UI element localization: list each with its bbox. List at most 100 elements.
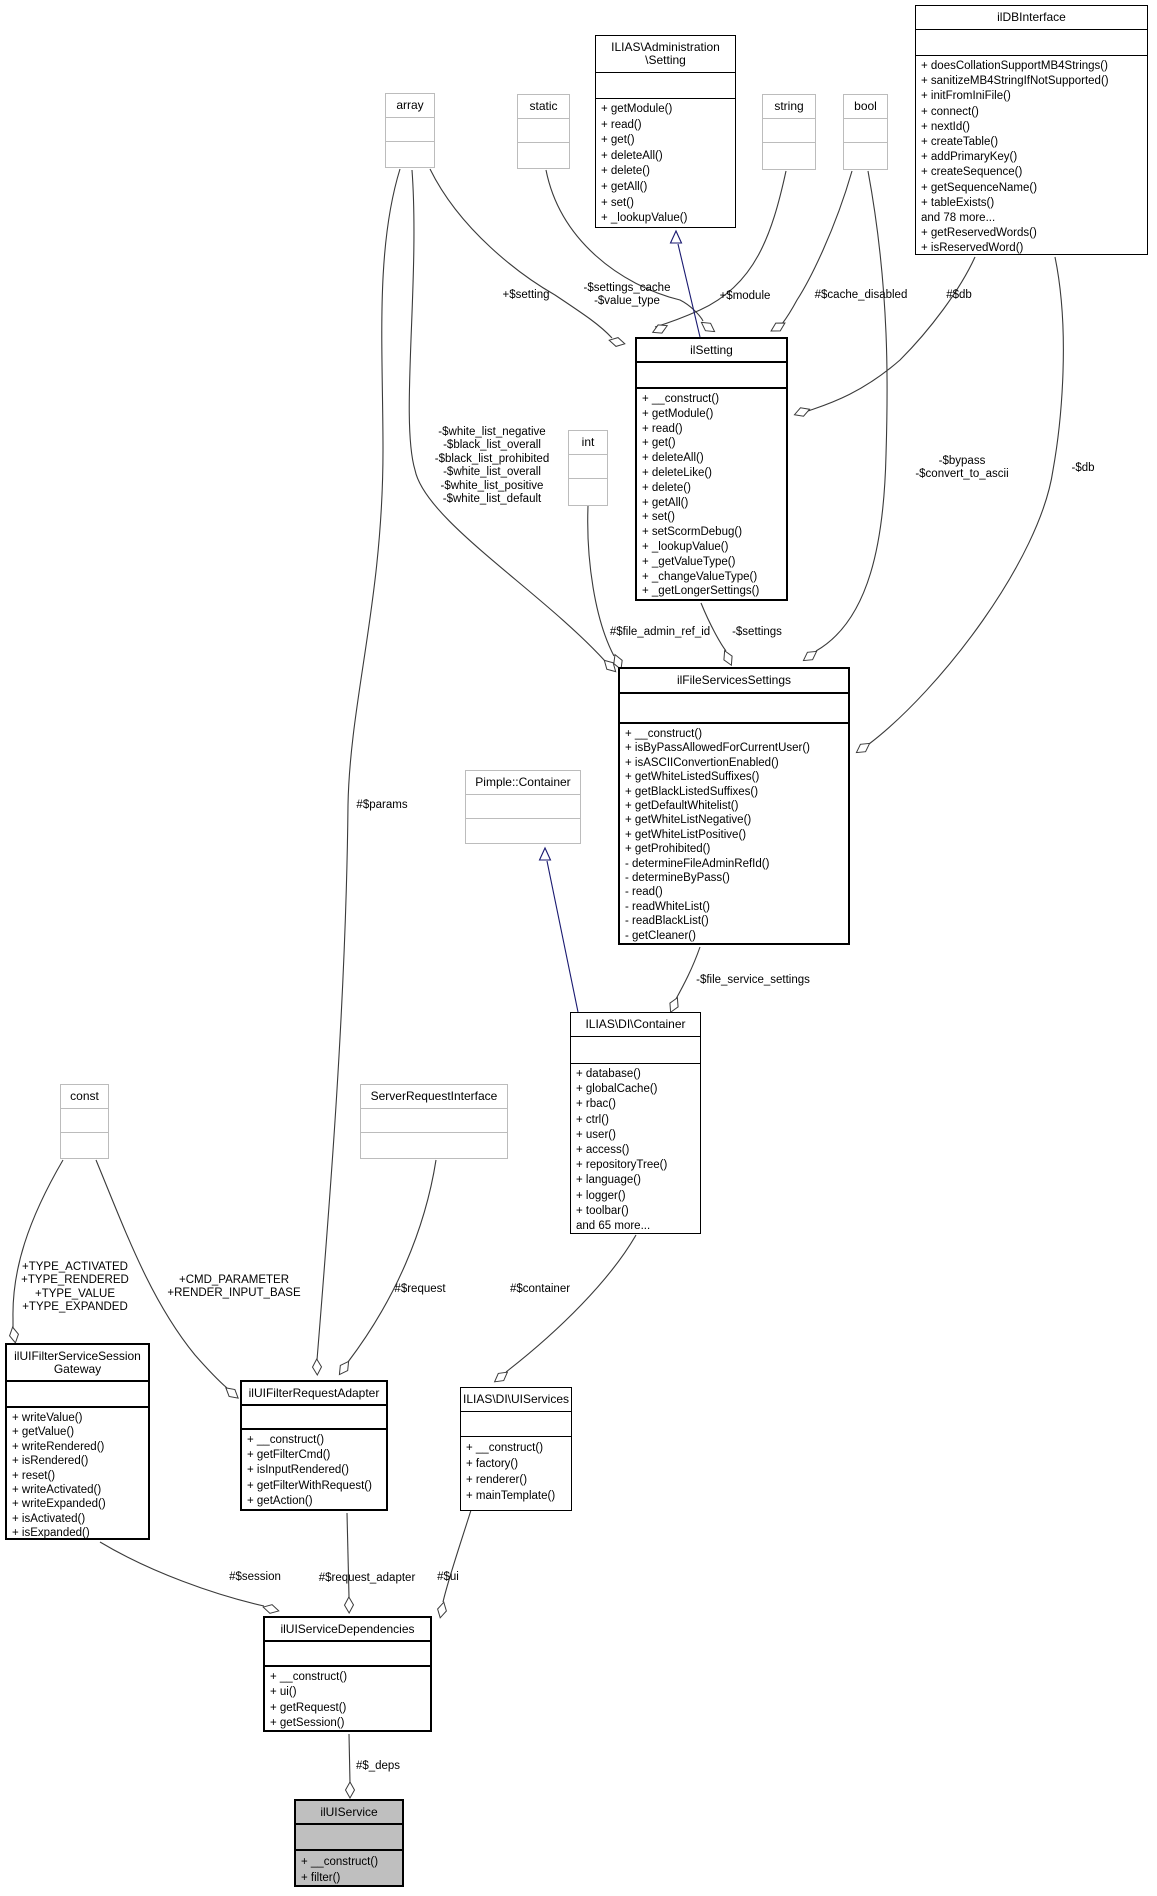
edge-label-request-adapter: #$request_adapter (318, 1572, 416, 1584)
method-entry: - readBlackList() (625, 915, 709, 928)
diamond (9, 1326, 19, 1344)
class-title: ilDBInterface (916, 6, 1147, 30)
edge-ui (442, 1506, 473, 1603)
edge-setting (429, 168, 613, 339)
class-title: ilSetting (637, 339, 786, 363)
diamond (344, 1780, 356, 1800)
methods-compartment: + __construct()+ getModule()+ read()+ ge… (637, 389, 786, 599)
edge-label-ui: #$ui (437, 1571, 459, 1583)
method-entry: and 78 more... (921, 212, 996, 225)
type-title: int (569, 431, 607, 455)
method-entry: + deleteAll() (642, 452, 704, 465)
type-server-request-interface: ServerRequestInterface (360, 1084, 508, 1159)
class-ilias-di-uiservices: ILIAS\DI\UIServices + __construct()+ fac… (460, 1387, 572, 1511)
method-entry: + getProhibited() (625, 843, 711, 856)
edge-label-bypass: -$bypass -$convert_to_ascii (915, 455, 1009, 481)
method-entry: + sanitizeMB4StringIfNotSupported() (921, 75, 1109, 88)
methods-compartment (386, 142, 434, 166)
attributes-compartment (571, 1037, 700, 1064)
edge-label-db2: -$db (1071, 462, 1095, 474)
method-entry: + __construct() (301, 1856, 379, 1868)
attributes-compartment (620, 694, 848, 724)
class-title: ilFileServicesSettings (620, 669, 848, 694)
method-entry: - read() (625, 886, 663, 899)
edge-label-cache-disabled: #$cache_disabled (814, 289, 908, 301)
diamond (311, 1357, 323, 1377)
edge-session (99, 1541, 265, 1607)
diamond (338, 1360, 350, 1376)
method-entry: + getAll() (642, 496, 689, 509)
type-string: string (762, 94, 816, 170)
attributes-compartment (361, 1109, 507, 1133)
method-entry: + delete() (642, 481, 691, 494)
method-entry: + getSequenceName() (921, 181, 1038, 194)
edge-label-deps: #$_deps (355, 1760, 401, 1772)
type-title: Pimple::Container (466, 771, 580, 795)
attributes-compartment (518, 119, 569, 143)
method-entry: + getSession() (270, 1717, 345, 1730)
method-entry: + doesCollationSupportMB4Strings() (921, 60, 1108, 72)
methods-compartment: + __construct()+ filter() (296, 1851, 402, 1885)
method-entry: + __construct() (466, 1442, 544, 1454)
diamond (603, 659, 617, 673)
method-entry: + _getLongerSettings() (642, 585, 760, 598)
type-bool: bool (843, 94, 888, 170)
method-entry: + _changeValueType() (642, 570, 758, 583)
method-entry: + connect() (921, 105, 979, 118)
edge-label-settings: -$settings (732, 626, 782, 638)
method-entry: + delete() (601, 165, 650, 178)
diamond (802, 650, 818, 662)
method-entry: + tableExists() (921, 196, 995, 209)
type-title: bool (844, 95, 887, 119)
type-static: static (517, 94, 570, 169)
diamond (343, 1595, 355, 1615)
method-entry: + writeRendered() (12, 1440, 105, 1453)
method-entry: + writeExpanded() (12, 1498, 106, 1511)
class-ilFileServicesSettings: ilFileServicesSettings + __construct()+ … (618, 667, 850, 945)
method-entry: + isExpanded() (12, 1527, 90, 1540)
edge-cache-disabled (781, 170, 853, 325)
method-entry: + getFilterWithRequest() (247, 1479, 372, 1492)
edge-cmd (95, 1159, 228, 1389)
method-entry: + database() (576, 1068, 641, 1080)
method-entry: + isRendered() (12, 1455, 89, 1468)
attributes-compartment (569, 455, 607, 479)
method-entry: - readWhiteList() (625, 900, 710, 913)
method-entry: + ui() (270, 1686, 297, 1699)
class-title: ilUIService (296, 1801, 402, 1825)
edge-label-session: #$session (229, 1571, 281, 1583)
diamond (793, 407, 811, 417)
edge-label-container: #$container (509, 1283, 571, 1295)
attributes-compartment (596, 73, 735, 99)
method-entry: + isReservedWord() (921, 242, 1024, 255)
method-entry: + mainTemplate() (466, 1490, 556, 1502)
edge-inherit-container (546, 860, 579, 1013)
method-entry: + getWhiteListedSuffixes() (625, 771, 760, 784)
edge-db-fileservices (868, 256, 1064, 745)
edge-label-params: #$params (356, 799, 408, 811)
method-entry: + _getValueType() (642, 555, 736, 568)
method-entry: - determineByPass() (625, 872, 730, 885)
type-int: int (568, 430, 608, 506)
method-entry: + user() (576, 1128, 616, 1141)
edge-request (347, 1159, 437, 1363)
edge-params (316, 168, 401, 1361)
method-entry: + getRequest() (270, 1701, 347, 1714)
method-entry: + rbac() (576, 1098, 616, 1111)
method-entry: - determineFileAdminRefId() (625, 857, 770, 870)
attributes-compartment (242, 1406, 386, 1430)
diamond (437, 1601, 447, 1619)
method-entry: + getBlackListedSuffixes() (625, 785, 759, 798)
method-entry: + renderer() (466, 1474, 528, 1486)
method-entry: + setScormDebug() (642, 526, 743, 539)
method-entry: + createTable() (921, 136, 999, 149)
diamond (855, 742, 871, 754)
method-entry: + addPrimaryKey() (921, 151, 1018, 164)
method-entry: + __construct() (247, 1434, 325, 1446)
methods-compartment (361, 1133, 507, 1157)
type-title: array (386, 94, 434, 118)
class-ilias-di-container: ILIAS\DI\Container + database()+ globalC… (570, 1012, 701, 1234)
method-entry: + toolbar() (576, 1204, 629, 1217)
method-entry: + logger() (576, 1189, 626, 1202)
